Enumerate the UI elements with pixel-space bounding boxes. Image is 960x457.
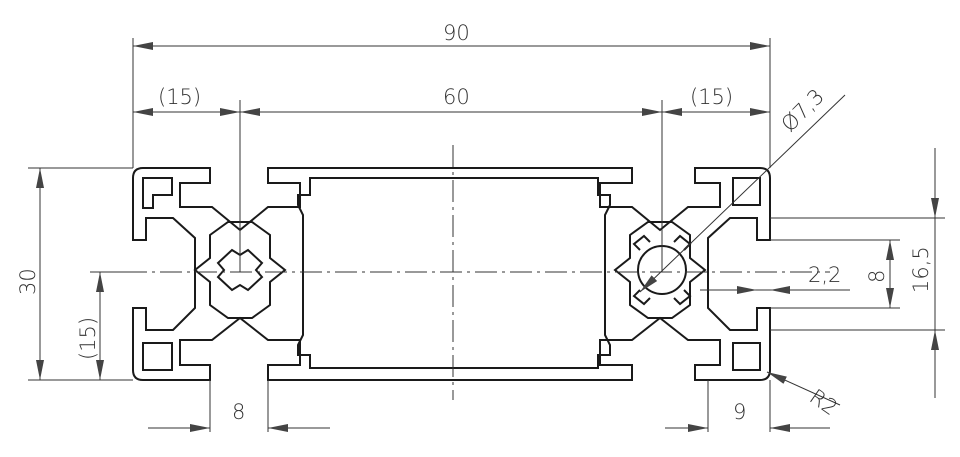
dim-right-15: (15): [690, 85, 733, 109]
dim-16-5: 16,5: [909, 246, 933, 293]
dim-90: 90: [443, 21, 470, 45]
dimension-labels: 90 (15) 60 (15) Ø7,3 30 (15) 2,2 8 16,5 …: [16, 21, 933, 424]
dim-9-bottom: 9: [733, 400, 746, 424]
dim-left-15: (15): [158, 85, 201, 109]
center-lines: [90, 100, 830, 400]
extension-lines: [28, 38, 945, 432]
dim-2-2: 2,2: [808, 263, 841, 287]
dim-60: 60: [443, 85, 470, 109]
dim-8-right: 8: [865, 270, 889, 283]
dim-30: 30: [16, 268, 40, 295]
dim-bore-diameter: Ø7,3: [777, 84, 829, 136]
dim-8-bottom: 8: [232, 400, 245, 424]
dim-half-15: (15): [76, 317, 100, 360]
dimension-lines: [36, 42, 939, 432]
profile-outline: [132, 167, 771, 381]
dim-r2: R2: [805, 384, 842, 420]
